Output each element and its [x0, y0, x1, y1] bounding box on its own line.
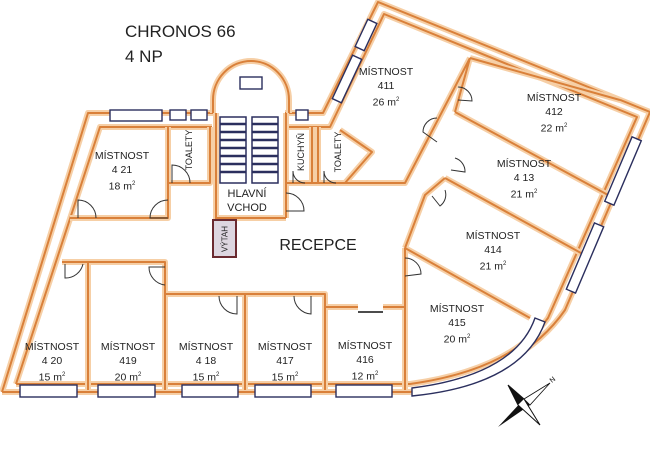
room-label: MÍSTNOST: [496, 158, 552, 170]
room-area: 15 m2: [38, 371, 66, 384]
room-area: 26 m2: [372, 96, 400, 109]
reception-label: RECEPCE: [279, 237, 357, 254]
room-label: MÍSTNOST: [24, 341, 80, 353]
room-number: 417: [276, 355, 294, 367]
doors: [64, 86, 473, 315]
room-number: 4 18: [195, 355, 217, 367]
room-label: MÍSTNOST: [100, 341, 156, 353]
room-417[interactable]: MÍSTNOST 417 15 m2: [258, 340, 312, 385]
room-label: MÍSTNOST: [257, 341, 313, 353]
room-area: 22 m2: [540, 122, 568, 135]
room-421[interactable]: MÍSTNOST 4 21 18 m2: [95, 149, 149, 194]
stairs: [219, 116, 279, 184]
windows: [19, 18, 643, 398]
room-label: MÍSTNOST: [358, 66, 414, 78]
room-413[interactable]: MÍSTNOST 4 13 21 m2: [497, 157, 551, 202]
room-number: 416: [356, 354, 374, 366]
room-area: 18 m2: [108, 180, 136, 193]
room-number: 4 13: [513, 172, 535, 184]
room-area: 20 m2: [443, 333, 471, 346]
room-number: 414: [484, 244, 502, 256]
room-label: MÍSTNOST: [94, 150, 150, 162]
room-number: 419: [119, 355, 137, 367]
elevator-label: VÝTAH: [220, 225, 230, 253]
room-label: MÍSTNOST: [337, 340, 393, 352]
room-414[interactable]: MÍSTNOST 414 21 m2: [466, 229, 520, 274]
room-412[interactable]: MÍSTNOST 412 22 m2: [527, 91, 581, 136]
room-411[interactable]: MÍSTNOST 411 26 m2: [359, 65, 413, 110]
room-label: MÍSTNOST: [429, 303, 485, 315]
room-label: MÍSTNOST: [178, 341, 234, 353]
floor-label: 4 NP: [125, 47, 163, 66]
room-area: 12 m2: [351, 370, 379, 383]
compass-north-label: N: [549, 376, 557, 385]
room-number: 4 20: [41, 355, 63, 367]
room-number: 4 21: [111, 164, 133, 176]
building-title: CHRONOS 66: [125, 22, 236, 41]
room-420[interactable]: MÍSTNOST 4 20 15 m2: [25, 340, 79, 385]
room-416[interactable]: MÍSTNOST 416 12 m2: [338, 339, 392, 384]
elevator-shaft: [212, 219, 237, 258]
room-number: 415: [448, 317, 466, 329]
room-418[interactable]: MÍSTNOST 4 18 15 m2: [179, 340, 233, 385]
room-number: 412: [545, 106, 563, 118]
room-number: 411: [377, 80, 395, 92]
room-area: 21 m2: [510, 188, 538, 201]
compass-rose-icon: N: [498, 376, 557, 427]
room-area: 21 m2: [479, 260, 507, 273]
room-label: MÍSTNOST: [465, 230, 521, 242]
room-area: 15 m2: [271, 371, 299, 384]
room-415[interactable]: MÍSTNOST 415 20 m2: [430, 302, 484, 347]
room-area: 15 m2: [192, 371, 220, 384]
room-label: MÍSTNOST: [526, 92, 582, 104]
toilets-right-label: TOALETY: [333, 131, 343, 173]
kitchen-label: KUCHYŇ: [296, 132, 306, 172]
room-419[interactable]: MÍSTNOST 419 20 m2: [101, 340, 155, 385]
toilets-left-label: TOALETY: [184, 129, 194, 171]
room-area: 20 m2: [114, 371, 142, 384]
